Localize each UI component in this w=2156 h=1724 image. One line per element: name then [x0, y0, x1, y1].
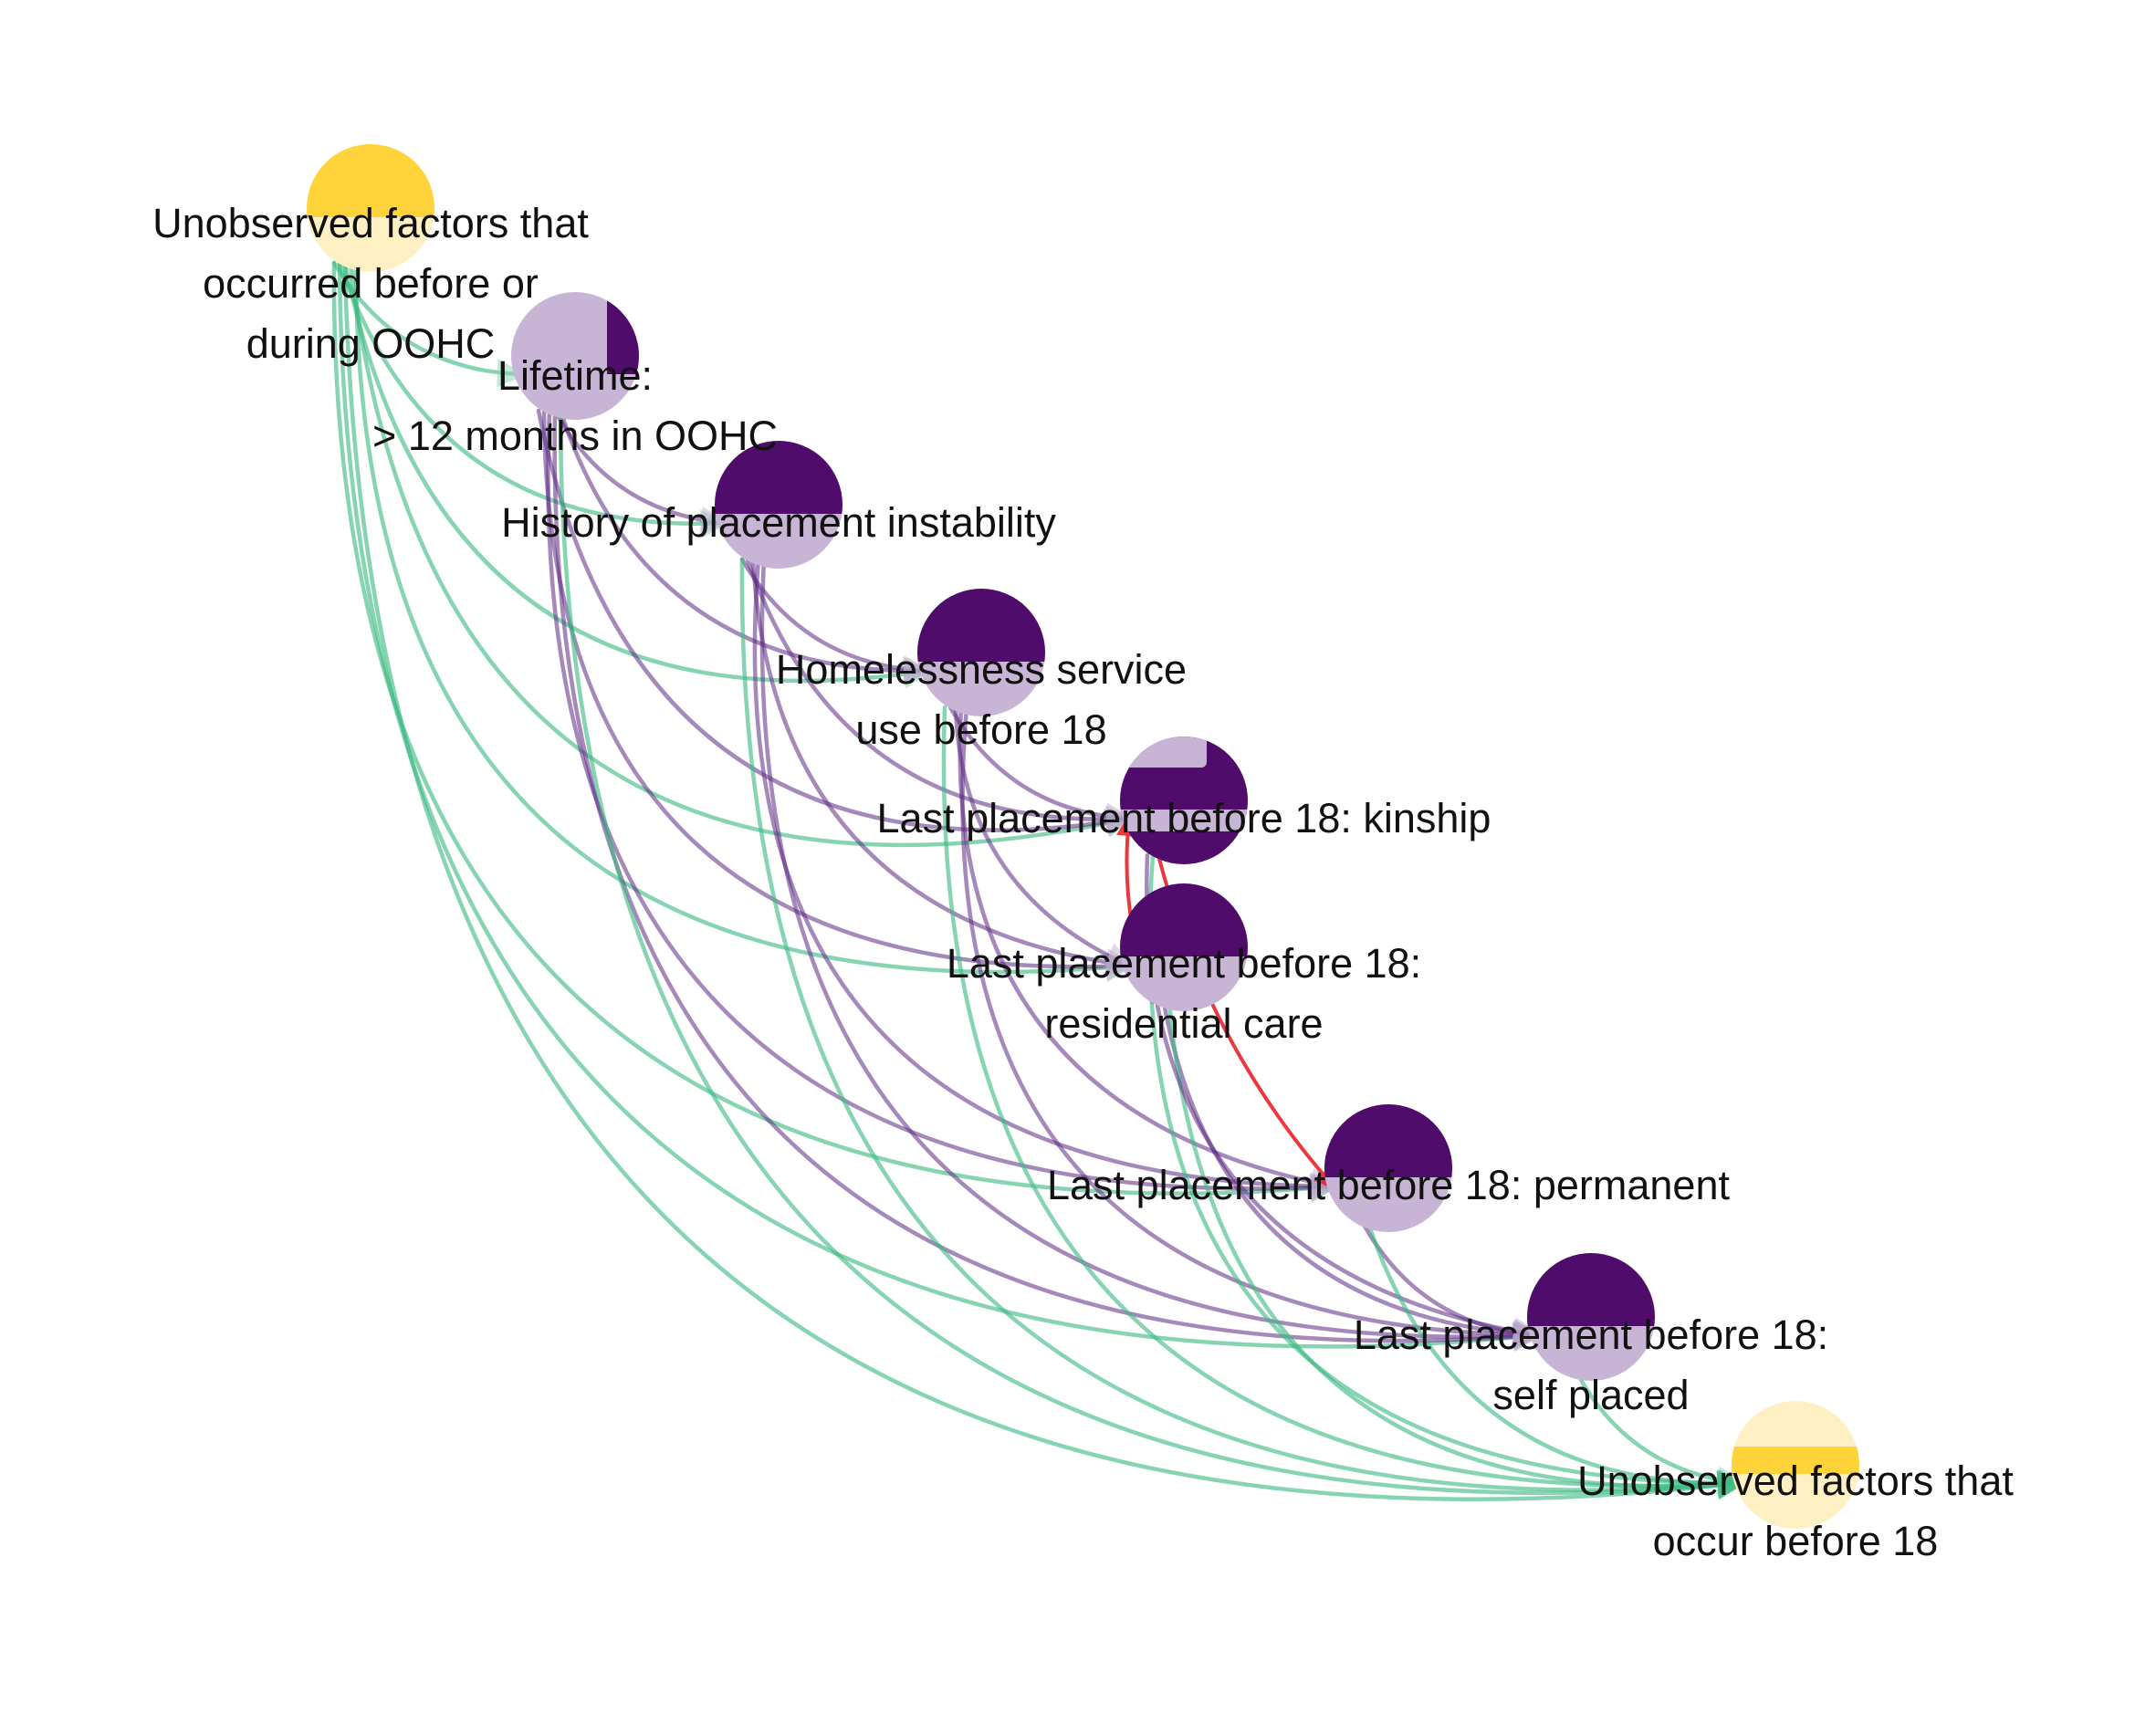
edge-instability-to-u_18: [739, 557, 1747, 1499]
node-label-line: Unobserved factors that: [152, 200, 589, 246]
node-label-line: occurred before or: [203, 260, 539, 307]
node-label-lifetime: Lifetime: > 12 months in OOHC: [372, 352, 778, 459]
node-label-line: residential care: [1044, 1000, 1323, 1047]
node-fill-light-notch: [1120, 737, 1207, 768]
edge-u_oohc-to-homeless: [342, 260, 933, 689]
labels-layer: Unobserved factors that occurred before o…: [152, 200, 2014, 1564]
edge-permanent-to-u_18: [1366, 1220, 1747, 1499]
node-label-permanent: Last placement before 18: permanent: [1047, 1162, 1730, 1208]
node-label-line: > 12 months in OOHC: [372, 413, 778, 459]
node-label-kinship: Last placement before 18: kinship: [877, 795, 1491, 841]
node-label-line: occur before 18: [1653, 1518, 1939, 1564]
nodes-layer: [307, 144, 1859, 1529]
node-fill-light-band: [1120, 810, 1248, 831]
node-label-line: self placed: [1492, 1372, 1689, 1418]
edges-layer: [331, 260, 1747, 1501]
node-label-line: Last placement before 18: kinship: [877, 795, 1491, 841]
edge-instability-to-self: [759, 557, 1543, 1351]
edge-residential-to-u_18: [1167, 999, 1747, 1499]
node-label-line: Last placement before 18:: [1354, 1311, 1828, 1358]
node-u_oohc[interactable]: [307, 144, 434, 272]
node-label-line: during OOHC: [246, 320, 496, 367]
edge-homeless-to-self: [960, 705, 1543, 1350]
node-self[interactable]: [1527, 1253, 1655, 1381]
node-label-line: Last placement before 18:: [947, 940, 1421, 987]
edge-instability-to-residential: [750, 557, 1136, 977]
edge-u_oohc-to-residential: [353, 260, 1136, 983]
edge-u_oohc-to-u_18: [342, 260, 1747, 1501]
edge-u_oohc-to-self: [337, 260, 1543, 1353]
node-label-residential: Last placement before 18: residential car…: [947, 940, 1421, 1047]
node-label-u_18: Unobserved factors that occur before 18: [1577, 1458, 2014, 1564]
node-label-line: Lifetime:: [497, 352, 653, 399]
edge-self-to-u_18: [1574, 1369, 1747, 1495]
edge-lifetime-to-kinship: [536, 408, 1136, 837]
edge-instability-to-kinship: [745, 557, 1136, 834]
node-fill-dark: [1732, 1447, 1859, 1474]
node-kinship[interactable]: [1120, 737, 1248, 864]
node-label-line: Homelessness service: [776, 646, 1187, 693]
edge-lifetime-to-permanent: [546, 408, 1340, 1203]
edge-u_oohc-to-permanent: [331, 260, 1340, 1203]
edge-lifetime-to-self: [552, 408, 1543, 1352]
edge-u_oohc-to-instability: [337, 260, 730, 538]
node-label-u_oohc: Unobserved factors that occurred before o…: [152, 200, 589, 367]
node-u_18[interactable]: [1732, 1401, 1859, 1529]
node-label-line: History of placement instability: [501, 499, 1056, 546]
node-label-homeless: Homelessness service use before 18: [776, 646, 1187, 753]
edge-residential-to-self: [1161, 999, 1543, 1349]
node-label-line: Last placement before 18: permanent: [1047, 1162, 1730, 1208]
edge-kinship-to-u_18: [1147, 852, 1747, 1498]
node-lifetime[interactable]: [511, 292, 644, 420]
node-label-line: Unobserved factors that: [1577, 1458, 2014, 1504]
edge-lifetime-to-homeless: [558, 408, 933, 686]
edge-instability-to-permanent: [752, 557, 1340, 1201]
node-residential[interactable]: [1120, 883, 1248, 1011]
edge-homeless-to-u_18: [941, 705, 1747, 1499]
edge-lifetime-to-u_18: [558, 408, 1747, 1500]
node-label-instability: History of placement instability: [501, 499, 1056, 546]
node-label-line: use before 18: [855, 706, 1106, 753]
node-label-self: Last placement before 18: self placed: [1354, 1311, 1828, 1418]
